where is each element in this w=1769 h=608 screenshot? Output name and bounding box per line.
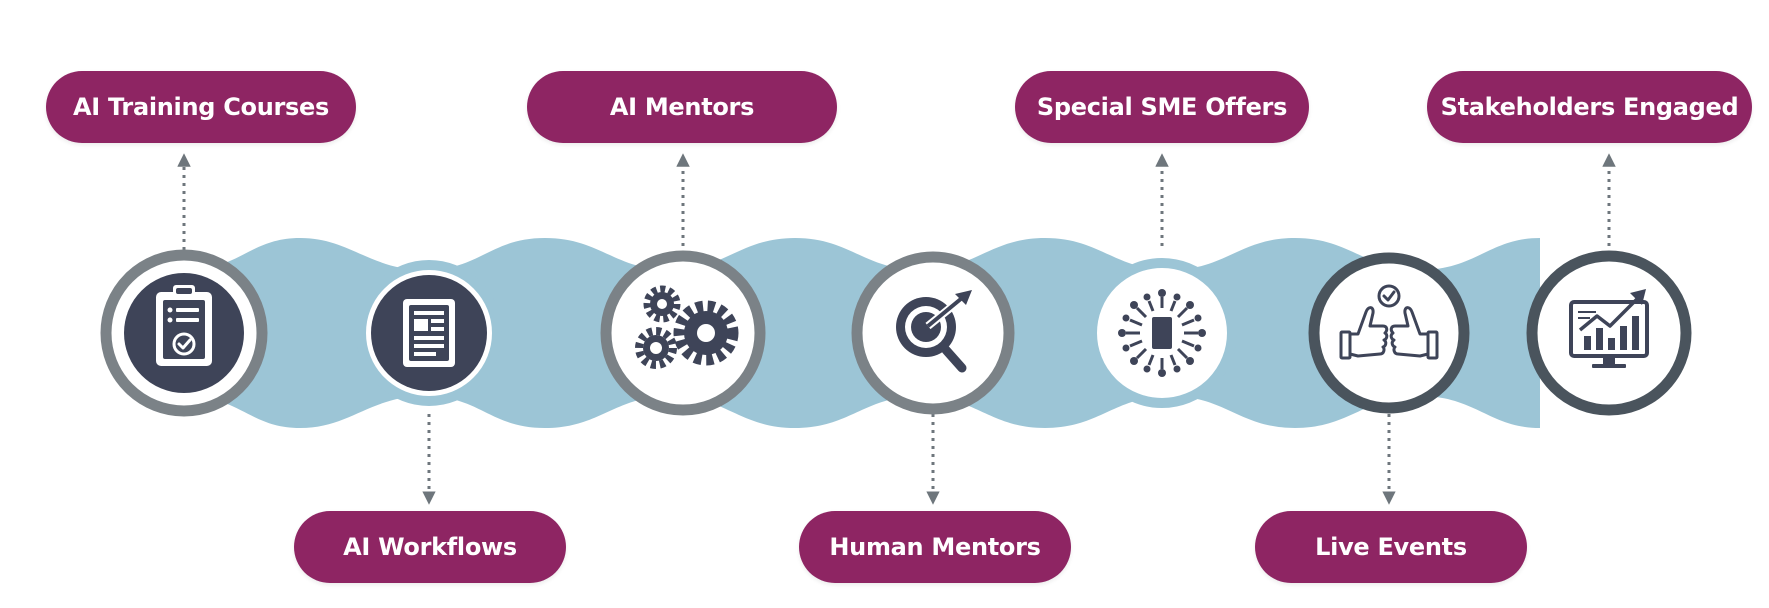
growth-chart-icon — [1569, 289, 1649, 368]
gears-icon — [635, 285, 739, 369]
label-live-events: Live Events — [1255, 511, 1527, 583]
label-ai-mentors: AI Mentors — [527, 71, 837, 143]
document-icon — [403, 299, 455, 367]
step-node-ai-mentors — [600, 250, 766, 416]
label-human-mentors: Human Mentors — [799, 511, 1071, 583]
step-node-ai-workflows — [356, 260, 502, 406]
network-hub-icon — [1118, 289, 1206, 377]
label-special-sme-offers: Special SME Offers — [1015, 71, 1309, 143]
step-node-special-sme-offers — [1087, 258, 1237, 408]
step-node-live-events — [1308, 252, 1470, 414]
step-node-ai-training-courses — [100, 249, 268, 417]
thumbs-up-icon — [1339, 284, 1439, 360]
magnifier-arrow-icon — [896, 290, 972, 373]
label-ai-workflows: AI Workflows — [294, 511, 566, 583]
step-node-stakeholders-engaged — [1526, 250, 1692, 416]
clipboard-check-icon — [156, 285, 212, 366]
label-ai-training-courses: AI Training Courses — [46, 71, 356, 143]
label-stakeholders-engaged: Stakeholders Engaged — [1427, 71, 1752, 143]
step-node-human-mentors — [851, 251, 1015, 415]
